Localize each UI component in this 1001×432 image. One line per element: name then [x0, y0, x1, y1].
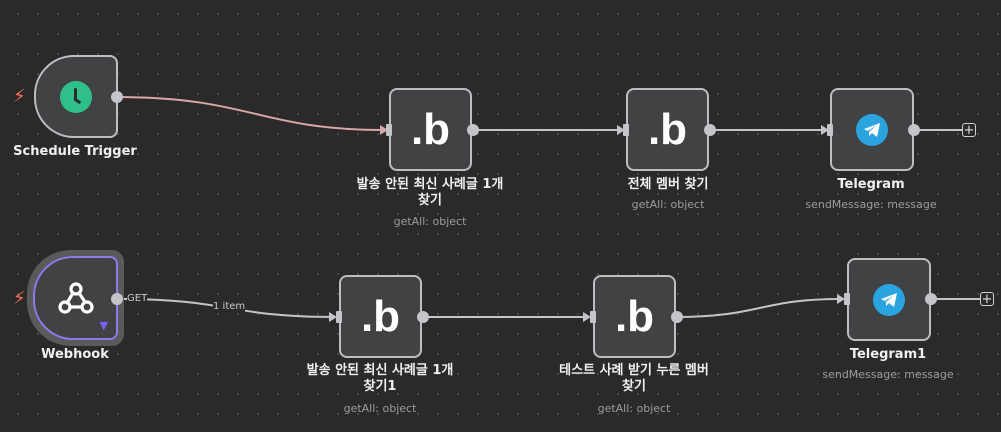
webhook-icon: [57, 282, 94, 314]
node-schedule-trigger[interactable]: [34, 55, 118, 138]
output-handle[interactable]: [111, 293, 123, 305]
pin-icon: ▼: [99, 319, 108, 332]
node-subtitle: getAll: object: [343, 402, 417, 415]
edge-label-get: GET: [127, 293, 148, 304]
node-label: Telegram: [837, 177, 905, 192]
input-handle[interactable]: [336, 311, 342, 323]
bubble-b-icon: .b: [360, 291, 401, 341]
edge-schedule-find1: [116, 96, 385, 131]
input-handle[interactable]: [623, 124, 629, 136]
node-label: Telegram1: [849, 347, 927, 362]
output-handle[interactable]: [671, 311, 683, 323]
trigger-bolt-icon: ⚡: [13, 86, 26, 107]
node-subtitle: getAll: object: [597, 402, 671, 415]
node-label: Schedule Trigger: [13, 144, 137, 159]
output-handle[interactable]: [704, 124, 716, 136]
add-node-plus-icon[interactable]: +: [980, 292, 994, 307]
node-telegram1[interactable]: [847, 258, 931, 341]
output-handle[interactable]: [417, 311, 429, 323]
input-handle[interactable]: [386, 124, 392, 136]
output-handle[interactable]: [908, 124, 920, 136]
node-find-latest-post[interactable]: .b: [389, 88, 472, 171]
node-subtitle: sendMessage: message: [805, 198, 937, 211]
node-webhook[interactable]: ▼: [33, 256, 118, 340]
arrow: [380, 125, 388, 135]
input-handle[interactable]: [590, 311, 596, 323]
node-subtitle: getAll: object: [393, 215, 467, 228]
node-telegram[interactable]: [830, 88, 914, 171]
output-handle[interactable]: [925, 293, 937, 305]
edge-testers-telegram1: [674, 298, 842, 318]
trigger-bolt-icon: ⚡: [13, 288, 26, 309]
input-handle[interactable]: [827, 124, 833, 136]
telegram-icon: [873, 283, 905, 316]
input-handle[interactable]: [844, 293, 850, 305]
bubble-b-icon: .b: [614, 291, 655, 341]
bubble-b-icon: .b: [410, 104, 451, 154]
node-find-test-members[interactable]: .b: [593, 275, 676, 358]
node-find-all-members[interactable]: .b: [626, 88, 709, 171]
node-find-latest-post-1[interactable]: .b: [339, 275, 422, 358]
clock-icon: [60, 80, 92, 113]
bubble-b-icon: .b: [647, 104, 688, 154]
node-label: Webhook: [41, 347, 109, 362]
node-subtitle: sendMessage: message: [822, 368, 954, 381]
output-handle[interactable]: [111, 91, 123, 103]
node-subtitle: getAll: object: [631, 198, 705, 211]
edge-label-items: 1 item: [213, 301, 246, 312]
add-node-plus-icon[interactable]: +: [962, 123, 976, 138]
output-handle[interactable]: [467, 124, 479, 136]
node-label: 전체 멤버 찾기: [627, 177, 709, 192]
telegram-icon: [856, 113, 888, 146]
